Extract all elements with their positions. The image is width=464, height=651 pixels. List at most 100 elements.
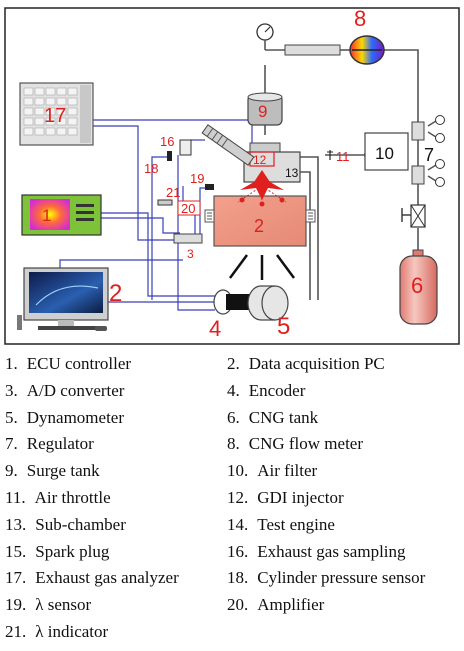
legend-item: 11. Air throttle bbox=[5, 488, 111, 508]
legend-item-number: 9. bbox=[5, 461, 18, 481]
legend-item-label: Test engine bbox=[257, 514, 335, 534]
legend-item-label: Data acquisition PC bbox=[248, 354, 385, 373]
engine-output-indicator bbox=[228, 254, 296, 280]
label-8: 8 bbox=[354, 6, 366, 31]
legend-item-label: Spark plug bbox=[35, 541, 110, 561]
gdi-injector bbox=[201, 124, 255, 166]
ecu-controller bbox=[21, 194, 102, 236]
legend-item: 10. Air filter bbox=[227, 461, 317, 481]
gas-lines bbox=[264, 49, 437, 300]
legend-item: 17. Exhaust gas analyzer bbox=[5, 568, 179, 588]
label-16: 16 bbox=[160, 134, 174, 149]
legend-item-number: 16. bbox=[227, 541, 249, 561]
legend-item: 7. Regulator bbox=[5, 434, 94, 454]
legend-item-number: 6. bbox=[227, 407, 240, 427]
label-6: 6 bbox=[411, 273, 423, 298]
experimental-setup-diagram: 8 9 10 11 7 6 bbox=[4, 6, 460, 345]
legend-item-number: 15. bbox=[5, 541, 27, 561]
legend-item: 4.Encoder bbox=[227, 381, 305, 401]
legend-item-label: Air throttle bbox=[34, 488, 111, 507]
legend-item: 18.Cylinder pressure sensor bbox=[227, 568, 425, 588]
label-11: 11 bbox=[336, 149, 350, 164]
label-13: 13 bbox=[285, 166, 299, 180]
legend-item-label: ECU controller bbox=[26, 354, 132, 373]
legend-item-number: 21. bbox=[5, 622, 27, 641]
legend-item: 21. λ indicator bbox=[5, 622, 108, 642]
legend-item-label: λ indicator bbox=[35, 622, 109, 641]
label-1: 1 bbox=[42, 206, 51, 225]
legend-item: 14. Test engine bbox=[227, 515, 335, 535]
label-4: 4 bbox=[209, 316, 221, 341]
legend-item-label: GDI injector bbox=[257, 488, 344, 507]
exhaust-gas-sampling bbox=[179, 139, 192, 156]
ad-converter bbox=[173, 233, 203, 244]
legend-item: 12. GDI injector bbox=[227, 488, 344, 508]
lambda-indicator bbox=[157, 199, 173, 206]
legend-item: 20. Amplifier bbox=[227, 595, 324, 615]
signal-wiring bbox=[59, 119, 253, 311]
legend-item-number: 14. bbox=[227, 514, 249, 534]
legend-item: 9. Surge tank bbox=[5, 461, 100, 481]
label-2-engine: 2 bbox=[254, 216, 264, 236]
legend-item: 1.ECU controller bbox=[5, 354, 131, 374]
legend-item-label: A/D converter bbox=[26, 380, 125, 400]
diagram-border bbox=[4, 7, 460, 345]
legend-item-number: 10. bbox=[227, 461, 249, 481]
lambda-sensor bbox=[205, 184, 214, 190]
surge-tank bbox=[247, 92, 283, 126]
legend-item-label: Cylinder pressure sensor bbox=[257, 568, 426, 588]
exhaust-gas-analyzer bbox=[19, 82, 94, 146]
legend-item-label: CNG tank bbox=[248, 407, 319, 427]
legend-item-label: Air filter bbox=[257, 461, 318, 481]
legend-item-number: 2. bbox=[227, 354, 240, 373]
label-9: 9 bbox=[258, 102, 267, 121]
legend-item-label: λ sensor bbox=[35, 595, 92, 615]
label-10: 10 bbox=[375, 144, 394, 163]
legend-item-label: Regulator bbox=[26, 434, 94, 454]
air-throttle bbox=[327, 150, 333, 160]
pressure-gauge-icon bbox=[256, 23, 274, 50]
label-5: 5 bbox=[277, 313, 290, 340]
label-2-pc: 2 bbox=[109, 280, 122, 307]
legend-item-label: CNG flow meter bbox=[248, 434, 364, 454]
component-legend: 1.ECU controller 2. Data acquisition PC 3. A… bbox=[0, 346, 464, 651]
spark-plug-flame bbox=[237, 170, 287, 207]
legend-item-number: 13. bbox=[5, 514, 27, 534]
legend-item-number: 5. bbox=[5, 407, 18, 427]
legend-item: 13. Sub-chamber bbox=[5, 515, 126, 535]
legend-item: 15. Spark plug bbox=[5, 542, 109, 562]
label-19: 19 bbox=[190, 171, 204, 186]
legend-item: 3. A/D converter bbox=[5, 381, 124, 401]
legend-item-label: Dynamometer bbox=[26, 407, 124, 427]
valve-icon bbox=[401, 204, 426, 228]
legend-item-number: 8. bbox=[227, 434, 240, 454]
label-21: 21 bbox=[166, 185, 180, 200]
legend-item-number: 11. bbox=[5, 488, 26, 507]
legend-item-number: 20. bbox=[227, 595, 249, 615]
cng-tank bbox=[399, 249, 438, 325]
legend-item-label: Amplifier bbox=[257, 595, 325, 615]
legend-item: 19. λ sensor bbox=[5, 595, 91, 615]
legend-item-number: 7. bbox=[5, 434, 18, 454]
label-3: 3 bbox=[187, 247, 194, 261]
legend-item-label: Sub-chamber bbox=[35, 514, 126, 534]
dynamometer bbox=[247, 285, 289, 321]
legend-item-number: 3. bbox=[5, 380, 18, 400]
legend-item: 6. CNG tank bbox=[227, 408, 318, 428]
amplifier bbox=[177, 200, 201, 216]
label-20: 20 bbox=[181, 201, 195, 216]
legend-item-number: 17. bbox=[5, 568, 27, 588]
cng-flow-meter bbox=[284, 35, 385, 65]
regulator bbox=[411, 115, 445, 187]
label-18: 18 bbox=[144, 161, 158, 176]
legend-item-label: Exhaust gas sampling bbox=[257, 541, 406, 561]
label-17: 17 bbox=[44, 105, 66, 127]
legend-item-number: 19. bbox=[5, 595, 27, 615]
legend-item-label: Surge tank bbox=[26, 461, 100, 481]
legend-item-number: 12. bbox=[227, 488, 249, 507]
data-acquisition-pc bbox=[17, 267, 109, 331]
cylinder-pressure-sensor bbox=[167, 151, 172, 161]
air-filter bbox=[364, 132, 409, 171]
legend-item-label: Exhaust gas analyzer bbox=[35, 568, 179, 588]
encoder bbox=[213, 289, 251, 315]
